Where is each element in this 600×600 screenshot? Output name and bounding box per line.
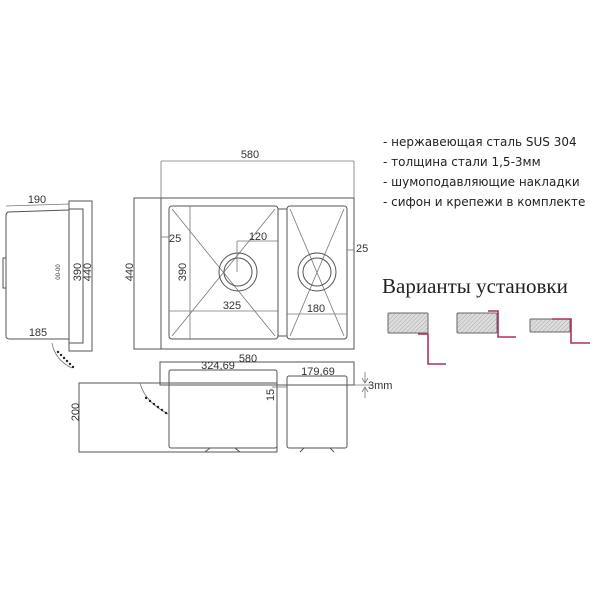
side-label: 00-00	[56, 264, 62, 280]
right-bowl	[286, 205, 348, 340]
top-height-dim: 440	[124, 263, 136, 281]
top-width-dim: 580	[241, 149, 259, 161]
front-right-bowl-dim: 179,69	[301, 366, 335, 378]
install-option-overmount	[529, 318, 590, 344]
drain-offset-dim: 120	[249, 231, 267, 243]
feature-item: - сифон и крепежи в комплекте	[383, 195, 585, 209]
top-view: 580 440 25 25 390 325 180 120	[124, 149, 368, 350]
left-bowl	[168, 205, 279, 340]
side-depth-top-dim: 190	[28, 194, 46, 206]
right-drain	[297, 252, 337, 292]
feature-item: - шумоподавляющие накладки	[383, 175, 580, 189]
right-margin-dim: 25	[356, 243, 368, 255]
left-bowl-width-dim: 325	[223, 300, 241, 312]
front-width-dim: 580	[239, 353, 257, 365]
thickness-dim: 3mm	[368, 380, 392, 392]
install-options-title: Варианты установки	[382, 274, 568, 298]
front-step-dim: 15	[265, 389, 277, 401]
feature-item: - нержавеющая сталь SUS 304	[383, 135, 577, 149]
bowl-depth-dim: 390	[177, 263, 189, 281]
feature-item: - толщина стали 1,5-3мм	[383, 155, 541, 169]
feature-list: - нержавеющая сталь SUS 304 - толщина ст…	[383, 135, 585, 209]
side-outer-dim: 440	[82, 263, 94, 281]
side-depth-bottom-dim: 185	[29, 327, 47, 339]
left-drain	[218, 252, 258, 292]
right-bowl-width-dim: 180	[307, 303, 325, 315]
side-view: 190 185 390 440 00-00	[2, 194, 94, 369]
front-left-bowl-dim: 324,69	[201, 360, 235, 372]
front-view: 580 324,69 179,69 15 200 3mm	[70, 353, 392, 453]
side-inner-dim: 390	[72, 263, 84, 281]
install-option-undermount	[387, 312, 446, 365]
front-height-dim: 200	[70, 403, 82, 421]
install-option-flush	[456, 310, 516, 338]
left-margin-dim: 25	[169, 233, 181, 245]
